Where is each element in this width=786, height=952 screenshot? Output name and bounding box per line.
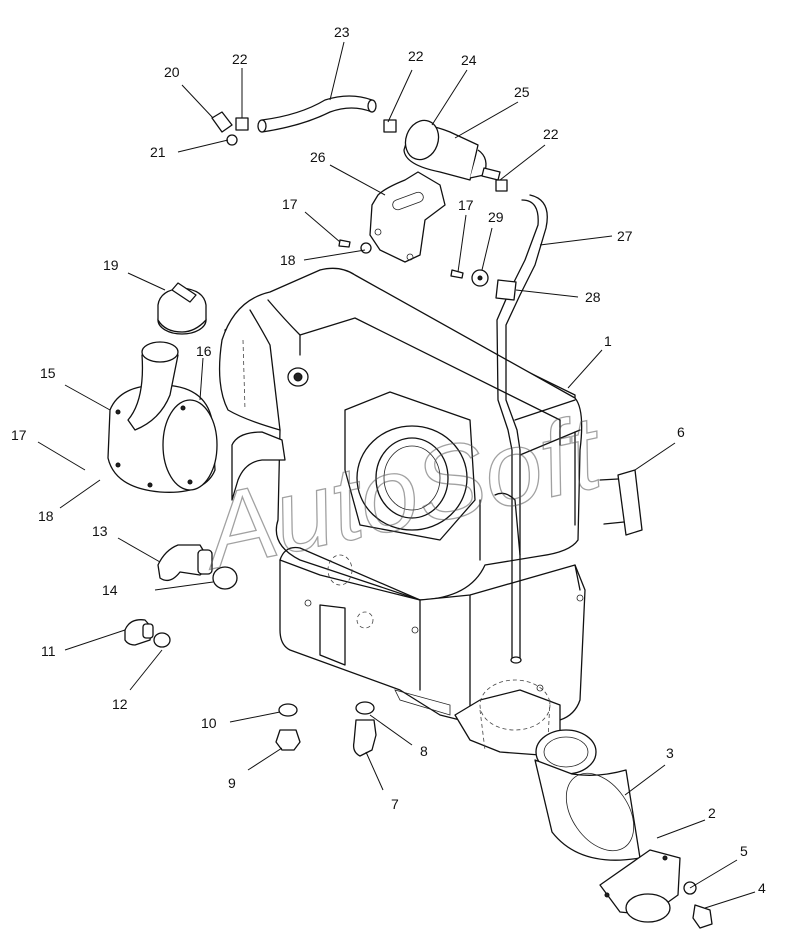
drain-fittings (275, 701, 377, 757)
callout-5: 5 (740, 843, 748, 859)
callout-3: 3 (666, 745, 674, 761)
filler-cap (157, 282, 207, 335)
callout-21: 21 (150, 144, 166, 160)
callout-20: 20 (164, 64, 180, 80)
callout-7: 7 (391, 796, 399, 812)
callout-1: 1 (604, 333, 612, 349)
callout-23: 23 (334, 24, 350, 40)
callout-labels: 1 2 3 4 5 6 7 8 9 10 11 12 13 14 15 16 1… (11, 24, 766, 896)
callout-26: 26 (310, 149, 326, 165)
callout-18a: 18 (280, 252, 296, 268)
callout-10: 10 (201, 715, 217, 731)
callout-22a: 22 (232, 51, 248, 67)
callout-13: 13 (92, 523, 108, 539)
callout-27: 27 (617, 228, 633, 244)
callout-16: 16 (196, 343, 212, 359)
callout-18b: 18 (38, 508, 54, 524)
callout-11: 11 (41, 643, 56, 659)
callout-25: 25 (514, 84, 530, 100)
callout-22b: 22 (408, 48, 424, 64)
callout-15: 15 (40, 365, 56, 381)
filter-and-hoses (211, 95, 548, 664)
callout-4: 4 (758, 880, 766, 896)
callout-19: 19 (103, 257, 119, 273)
callout-29: 29 (488, 209, 504, 225)
callout-6: 6 (677, 424, 685, 440)
callout-8: 8 (420, 743, 428, 759)
callout-12: 12 (112, 696, 128, 712)
callout-17b: 17 (458, 197, 474, 213)
callout-14: 14 (102, 582, 118, 598)
callout-17a: 17 (282, 196, 298, 212)
callout-2: 2 (708, 805, 716, 821)
callout-17c: 17 (11, 427, 27, 443)
fuel-pickup (534, 729, 713, 929)
side-bracket (599, 469, 643, 536)
callout-24: 24 (461, 52, 477, 68)
fuel-tank (218, 267, 586, 756)
callout-22c: 22 (543, 126, 559, 142)
callout-9: 9 (228, 775, 236, 791)
leader-lines (37, 41, 756, 909)
left-fittings (124, 544, 238, 648)
callout-28: 28 (585, 289, 601, 305)
filler-neck (107, 341, 218, 493)
